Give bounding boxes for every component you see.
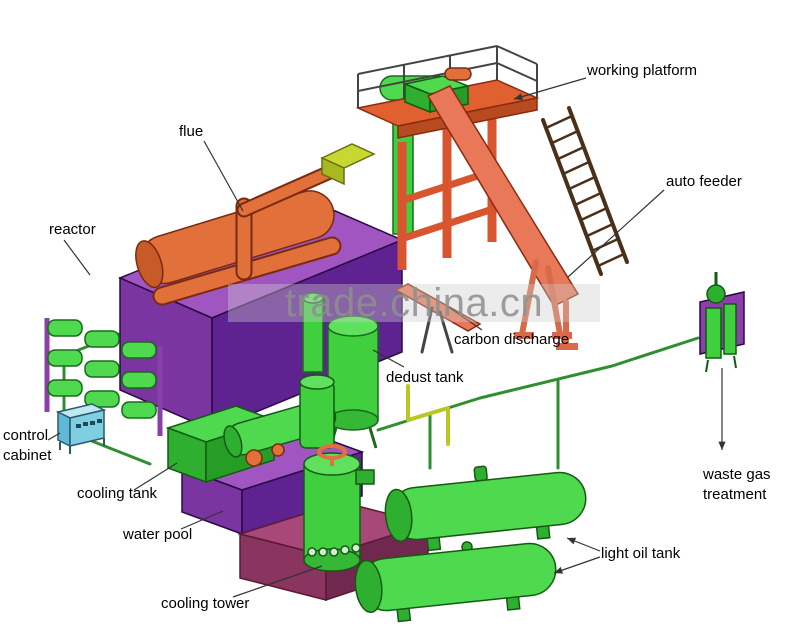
label-carbon-discharge: carbon discharge	[454, 331, 570, 348]
label-control-cabinet: control cabinet	[3, 427, 52, 464]
lead-control-cabinet	[47, 432, 61, 441]
auto-feeder-graphic	[426, 85, 580, 350]
label-reactor: reactor	[49, 221, 96, 238]
lead-light-oil-tank-1	[566, 537, 601, 552]
label-light-oil-tank: light oil tank	[601, 545, 681, 562]
condenser-rack-graphic	[44, 318, 163, 436]
waste-gas-treatment-graphic	[699, 272, 745, 373]
leader-lines	[47, 77, 726, 598]
lead-dedust-tank	[372, 349, 405, 368]
label-working-platform: working platform	[587, 62, 698, 79]
lead-auto-feeder	[567, 189, 665, 278]
watermark-band	[228, 284, 600, 322]
condenser-cluster-graphic	[223, 374, 337, 467]
label-dedust-tank: dedust tank	[386, 369, 464, 386]
lead-carbon-discharge	[446, 305, 483, 331]
control-cabinet-graphic	[55, 403, 107, 454]
watermark-text: trade.china.cn	[284, 281, 544, 325]
dedust-tank-graphic	[302, 292, 379, 449]
label-auto-feeder: auto feeder	[666, 173, 742, 190]
lead-cooling-tank	[133, 462, 178, 491]
lead-water-pool	[180, 510, 224, 530]
label-cooling-tower: cooling tower	[161, 595, 250, 612]
label-water-pool: water pool	[123, 526, 193, 543]
lead-light-oil-tank-2	[553, 556, 601, 574]
light-oil-tank-1-graphic	[384, 465, 587, 552]
platform-railing	[357, 45, 538, 108]
light-oil-tank-2-graphic	[354, 541, 557, 623]
ladder-graphic	[541, 106, 629, 276]
label-flue: flue	[179, 123, 204, 140]
label-waste-gas-treatment: waste gas treatment	[703, 466, 771, 503]
flue-pipe-graphic	[152, 143, 376, 306]
label-cooling-tank: cooling tank	[77, 485, 158, 502]
cooling-tower-graphic	[237, 444, 431, 602]
lead-cooling-tower	[232, 565, 323, 598]
lead-working-platform	[513, 77, 587, 101]
lead-flue	[203, 140, 244, 212]
lead-reactor	[63, 239, 91, 276]
carbon-discharge-graphic	[394, 283, 482, 354]
